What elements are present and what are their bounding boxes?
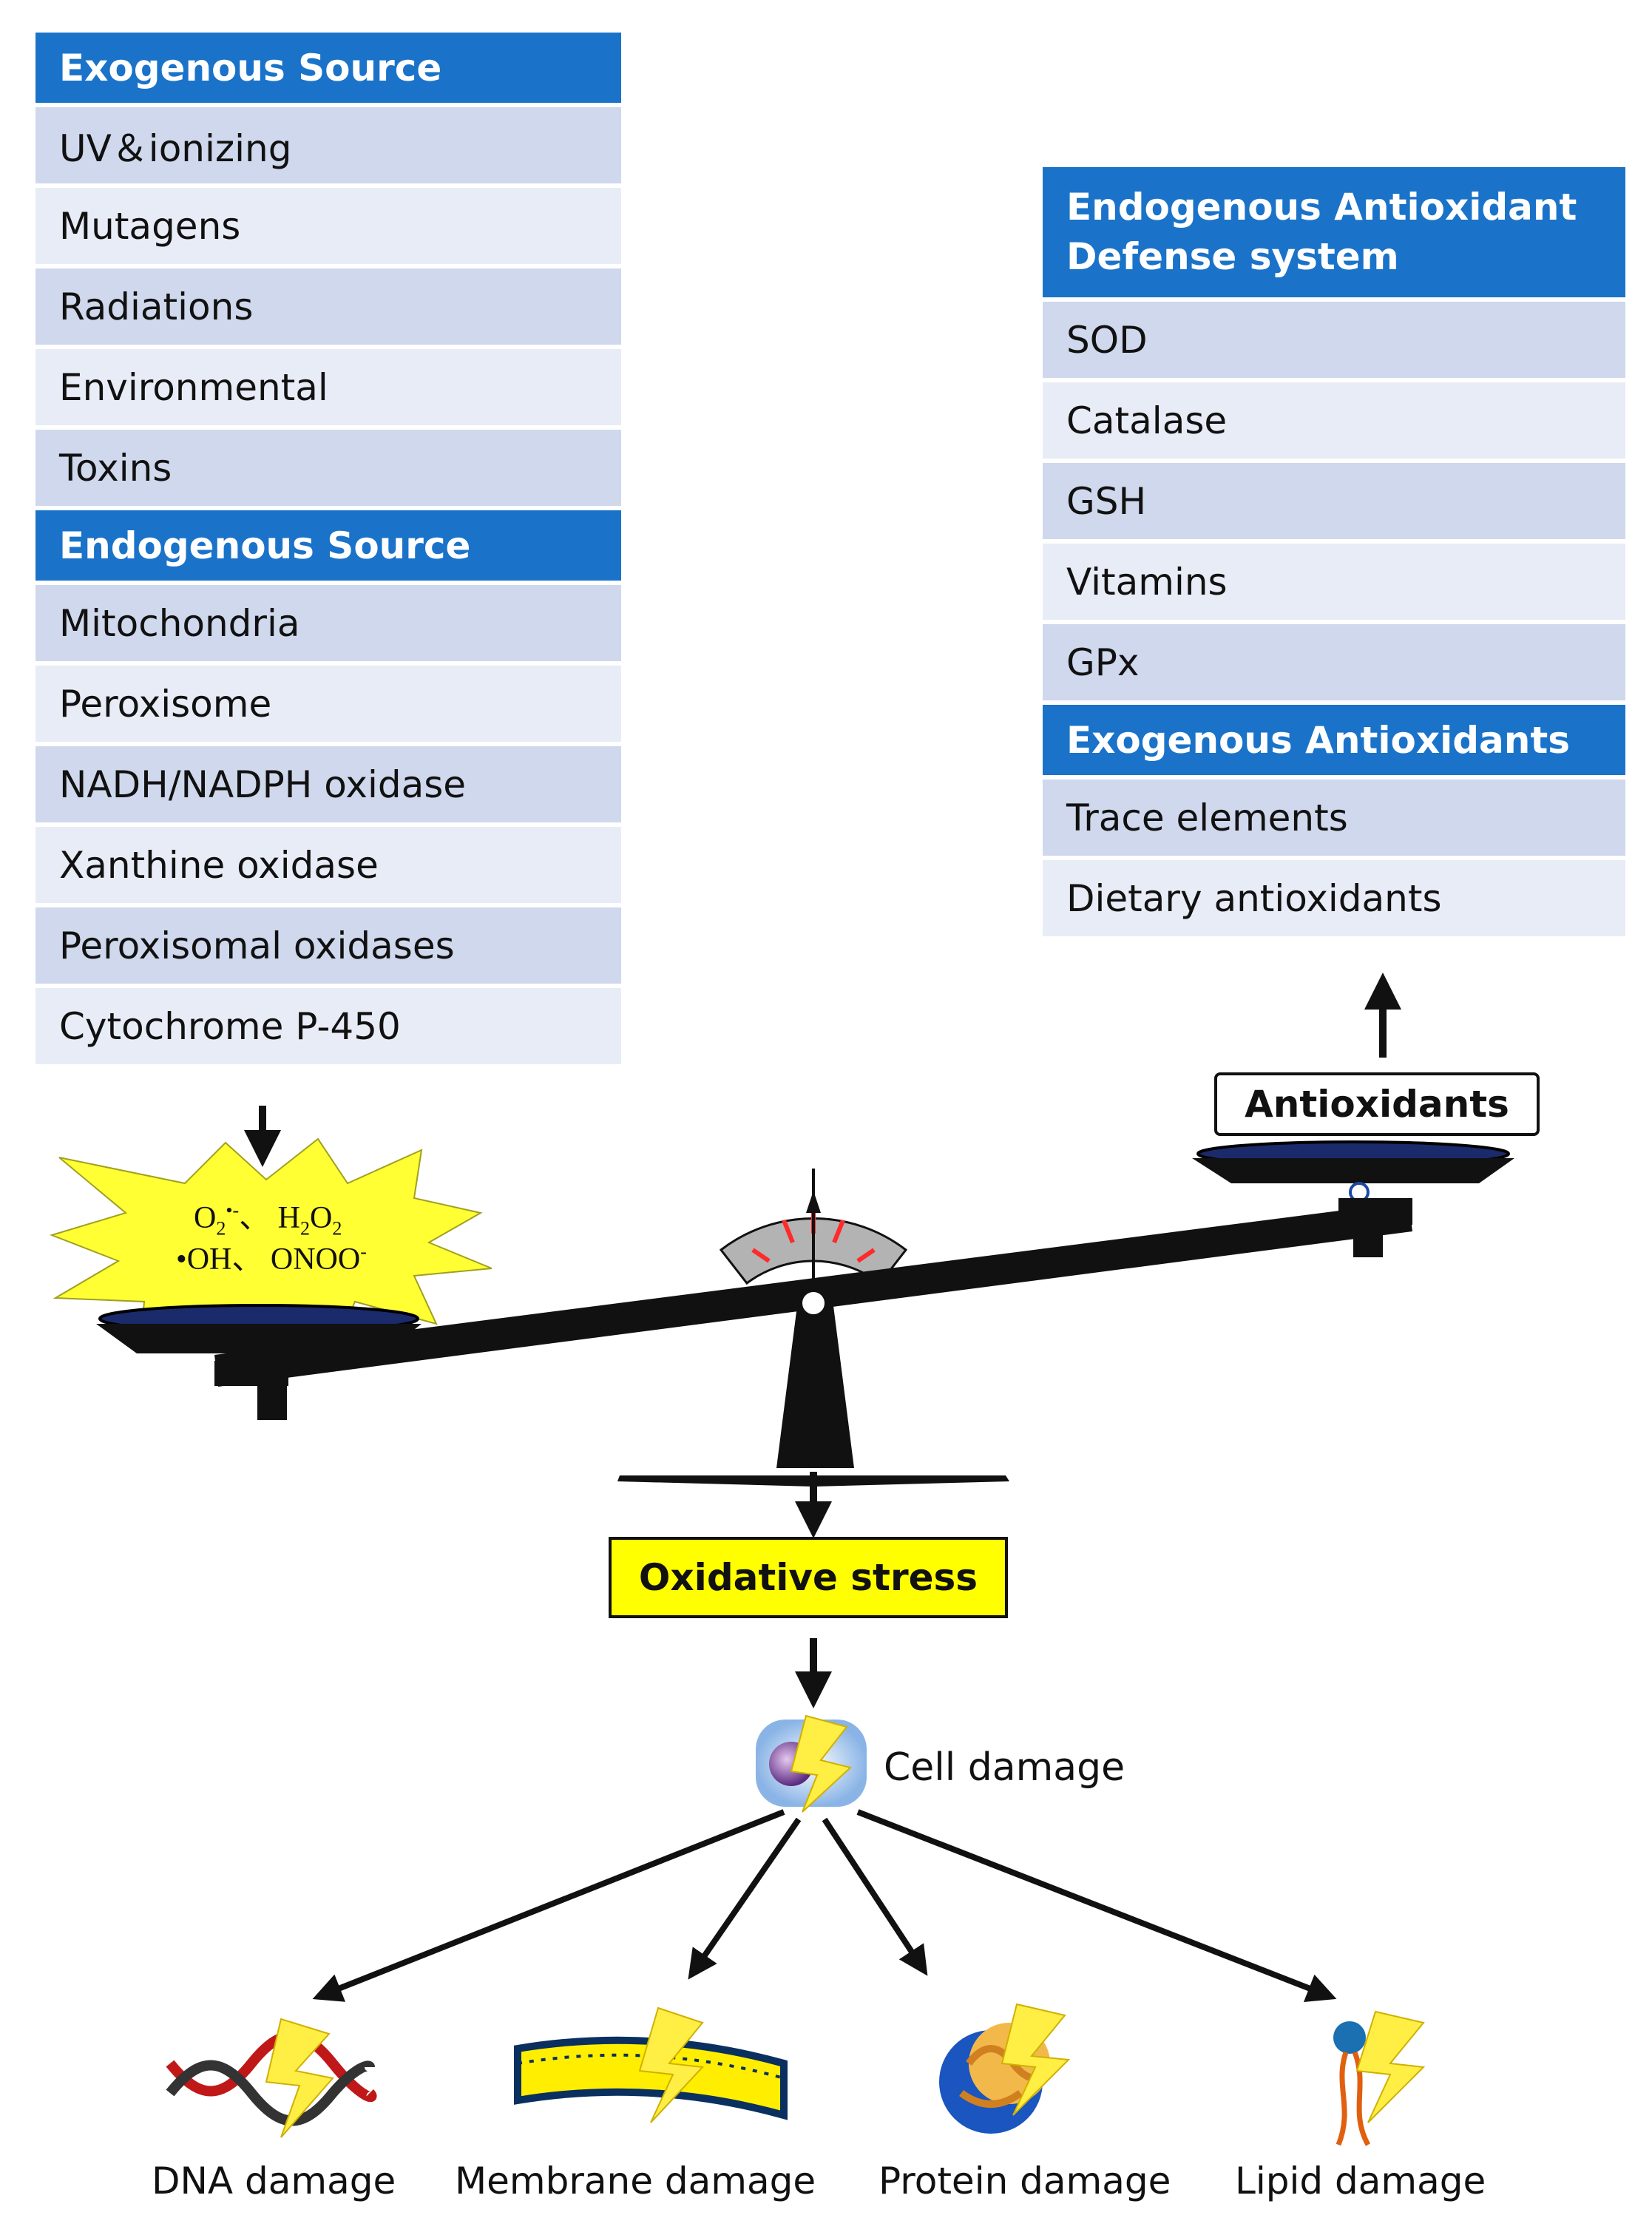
arrow-cell-to-dna bbox=[312, 1809, 785, 2002]
scale-pillar bbox=[776, 1294, 854, 1468]
endogenous-source-item: Xanthine oxidase bbox=[35, 827, 621, 903]
exogenous-source-item: Radiations bbox=[35, 268, 621, 345]
endogenous-defense-title-line2: Defense system bbox=[1066, 235, 1399, 278]
cell-icon bbox=[756, 1714, 867, 1813]
dna-damage-label: DNA damage bbox=[152, 2160, 396, 2202]
cell-damage-label: Cell damage bbox=[884, 1745, 1125, 1790]
membrane-damage-label: Membrane damage bbox=[455, 2160, 816, 2202]
exogenous-source-item: Environmental bbox=[35, 349, 621, 425]
dna-icon bbox=[166, 2018, 377, 2138]
protein-damage-label: Protein damage bbox=[879, 2160, 1171, 2202]
exogenous-source-item: Mutagens bbox=[35, 188, 621, 264]
endogenous-source-item: Mitochondria bbox=[35, 585, 621, 661]
exogenous-source-header: Exogenous Source bbox=[35, 33, 621, 103]
endogenous-defense-item: GPx bbox=[1043, 624, 1625, 700]
protein-icon bbox=[939, 2003, 1071, 2134]
endogenous-source-item: Peroxisome bbox=[35, 666, 621, 742]
endogenous-source-item: NADH/NADPH oxidase bbox=[35, 746, 621, 822]
ros-sources-panel: Exogenous Source UV＆ionizing Mutagens Ra… bbox=[35, 33, 621, 1069]
endogenous-source-header: Endogenous Source bbox=[35, 510, 621, 581]
endogenous-defense-header: Endogenous Antioxidant Defense system bbox=[1043, 167, 1625, 297]
arrow-cell-to-lipid bbox=[856, 1809, 1337, 2002]
exogenous-source-item: Toxins bbox=[35, 430, 621, 506]
exogenous-antioxidants-header: Exogenous Antioxidants bbox=[1043, 705, 1625, 775]
ros-superoxide: O2•- bbox=[194, 1200, 240, 1240]
exogenous-antioxidant-item: Dietary antioxidants bbox=[1043, 860, 1625, 936]
membrane-icon bbox=[514, 2006, 788, 2123]
scale-pivot bbox=[799, 1289, 827, 1317]
antioxidant-defense-panel: Endogenous Antioxidant Defense system SO… bbox=[1043, 167, 1625, 941]
endogenous-defense-item: Vitamins bbox=[1043, 544, 1625, 620]
ros-hydrogen-peroxide: H2O2 bbox=[277, 1201, 342, 1240]
ros-line-1: O2•-、 H2O2 bbox=[194, 1200, 342, 1240]
lipid-damage-label: Lipid damage bbox=[1235, 2160, 1486, 2202]
ros-hydroxyl: •OH bbox=[176, 1242, 232, 1277]
lipid-icon bbox=[1333, 2010, 1426, 2146]
endogenous-defense-title-line1: Endogenous Antioxidant bbox=[1066, 185, 1577, 229]
endogenous-defense-item: SOD bbox=[1043, 302, 1625, 378]
endogenous-defense-item: Catalase bbox=[1043, 382, 1625, 459]
ros-starburst bbox=[49, 1137, 492, 1362]
exogenous-source-item: UV＆ionizing bbox=[35, 107, 621, 183]
ros-line-2: •OH、 ONOO- bbox=[176, 1241, 367, 1277]
right-pan bbox=[1192, 1158, 1514, 1183]
oxidative-stress-label: Oxidative stress bbox=[609, 1537, 1008, 1618]
endogenous-source-item: Peroxisomal oxidases bbox=[35, 907, 621, 984]
ros-peroxynitrite: ONOO- bbox=[270, 1241, 367, 1277]
exogenous-antioxidant-item: Trace elements bbox=[1043, 780, 1625, 856]
arrow-cell-to-membrane bbox=[688, 1817, 802, 1980]
endogenous-defense-item: GSH bbox=[1043, 463, 1625, 539]
endogenous-source-item: Cytochrome P-450 bbox=[35, 988, 621, 1064]
antioxidants-label: Antioxidants bbox=[1214, 1072, 1540, 1136]
arrow-cell-to-protein bbox=[822, 1817, 928, 1976]
